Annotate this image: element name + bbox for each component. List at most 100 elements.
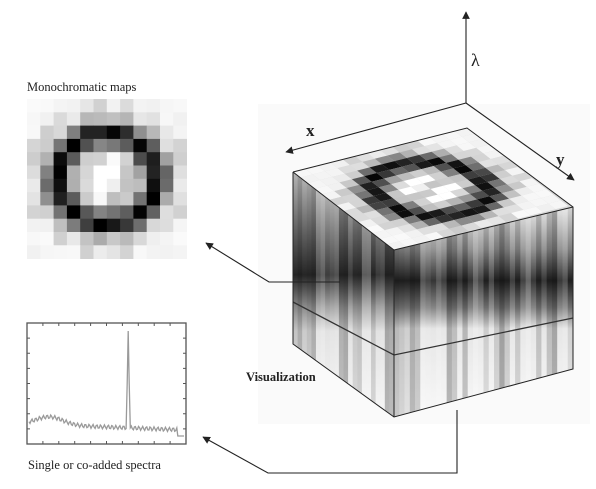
- map-pixel: [27, 245, 41, 259]
- cube-face-stripe: [420, 242, 425, 410]
- map-pixel: [54, 232, 68, 246]
- map-pixel: [54, 205, 68, 219]
- spectrum-plot: [27, 323, 186, 444]
- map-pixel: [40, 205, 54, 219]
- cube-face-stripe: [316, 190, 321, 364]
- cube-face-stripe: [394, 249, 399, 417]
- map-pixel: [67, 219, 81, 233]
- map-pixel: [120, 112, 134, 126]
- map-pixel: [173, 126, 187, 140]
- cube-face-stripe: [362, 225, 367, 397]
- map-pixel: [147, 219, 161, 233]
- map-pixel: [67, 126, 81, 140]
- map-pixel: [80, 192, 94, 206]
- map-pixel: [54, 112, 68, 126]
- map-pixel: [94, 232, 108, 246]
- map-pixel: [133, 126, 147, 140]
- map-pixel: [147, 166, 161, 180]
- map-pixel: [94, 152, 108, 166]
- y-axis-label: y: [556, 150, 565, 170]
- map-pixel: [173, 219, 187, 233]
- cube-face-stripe: [452, 235, 457, 402]
- map-pixel: [160, 205, 174, 219]
- map-pixel: [107, 152, 121, 166]
- cube-face-stripe: [405, 246, 410, 414]
- map-pixel: [173, 139, 187, 153]
- map-pixel: [120, 205, 134, 219]
- map-pixel: [80, 99, 94, 113]
- map-pixel: [40, 219, 54, 233]
- map-pixel: [173, 205, 187, 219]
- cube-face-stripe: [484, 227, 489, 393]
- cube-face-stripe: [499, 223, 504, 388]
- cube-face-stripe: [298, 176, 303, 351]
- map-pixel: [40, 166, 54, 180]
- map-pixel: [40, 99, 54, 113]
- map-pixel: [107, 139, 121, 153]
- spectra-label: Single or co-added spectra: [28, 458, 161, 473]
- cube-face-stripe: [385, 243, 390, 414]
- map-pixel: [173, 152, 187, 166]
- map-pixel: [160, 139, 174, 153]
- map-pixel: [67, 166, 81, 180]
- map-pixel: [147, 139, 161, 153]
- map-pixel: [173, 232, 187, 246]
- map-pixel: [173, 192, 187, 206]
- map-pixel: [173, 112, 187, 126]
- cube-face-stripe: [505, 222, 510, 387]
- map-pixel: [54, 152, 68, 166]
- map-pixel: [173, 99, 187, 113]
- map-pixel: [160, 99, 174, 113]
- map-pixel: [94, 219, 108, 233]
- map-pixel: [107, 232, 121, 246]
- map-pixel: [40, 139, 54, 153]
- map-pixel: [94, 99, 108, 113]
- map-pixel: [94, 126, 108, 140]
- map-pixel: [120, 179, 134, 193]
- map-pixel: [40, 192, 54, 206]
- map-pixel: [27, 219, 41, 233]
- cube-face-stripe: [399, 247, 404, 415]
- map-pixel: [120, 99, 134, 113]
- map-pixel: [133, 112, 147, 126]
- map-pixel: [160, 112, 174, 126]
- map-pixel: [94, 245, 108, 259]
- map-pixel: [120, 152, 134, 166]
- map-pixel: [67, 245, 81, 259]
- cube-face-stripe: [520, 218, 525, 383]
- map-pixel: [54, 245, 68, 259]
- map-pixel: [107, 99, 121, 113]
- cube-face-stripe: [325, 197, 330, 371]
- cube-face-stripe: [447, 236, 452, 403]
- cube-face-stripe: [568, 207, 573, 370]
- lambda-axis-label: λ: [471, 50, 480, 71]
- map-pixel: [107, 245, 121, 259]
- cube-face-stripe: [357, 222, 362, 394]
- map-pixel: [107, 166, 121, 180]
- map-pixel: [120, 166, 134, 180]
- map-pixel: [94, 179, 108, 193]
- map-pixel: [160, 219, 174, 233]
- map-pixel: [147, 245, 161, 259]
- cube-face-stripe: [431, 240, 436, 407]
- cube-face-stripe: [321, 193, 326, 367]
- map-pixel: [107, 179, 121, 193]
- map-pixel: [27, 139, 41, 153]
- map-pixel: [40, 232, 54, 246]
- map-pixel: [67, 179, 81, 193]
- cube-face-stripe: [478, 229, 483, 395]
- map-pixel: [80, 112, 94, 126]
- map-pixel: [40, 112, 54, 126]
- map-pixel: [147, 205, 161, 219]
- visualization-label: Visualization: [246, 370, 316, 385]
- map-pixel: [107, 205, 121, 219]
- cube-face-stripe: [552, 211, 557, 375]
- map-pixel: [147, 99, 161, 113]
- map-pixel: [147, 152, 161, 166]
- cube-face-stripe: [457, 234, 462, 401]
- map-pixel: [107, 219, 121, 233]
- map-pixel: [160, 232, 174, 246]
- cube-face-stripe: [494, 225, 499, 390]
- map-pixel: [173, 166, 187, 180]
